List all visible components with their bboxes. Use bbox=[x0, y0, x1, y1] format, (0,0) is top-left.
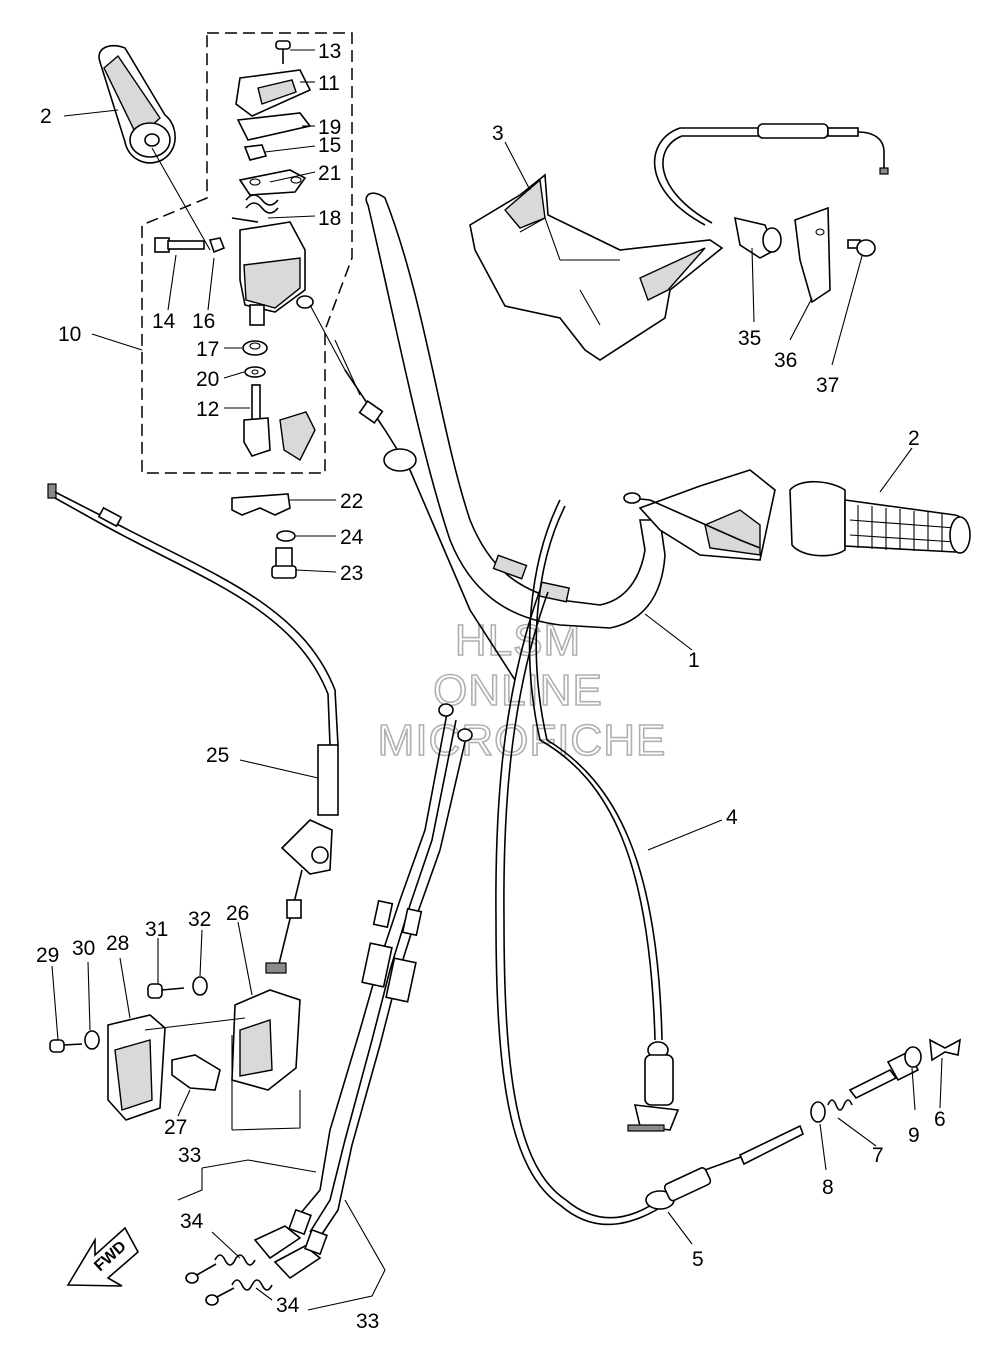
leader-lines bbox=[51, 49, 943, 1311]
upper-right-cable-assembly bbox=[653, 123, 889, 304]
grip-texture bbox=[849, 505, 956, 552]
callout-5: 5 bbox=[692, 1248, 704, 1271]
callout-21: 21 bbox=[318, 162, 341, 185]
handlebar-pad bbox=[469, 173, 724, 361]
adjuster-hardware bbox=[810, 1038, 961, 1123]
switch-parts bbox=[49, 976, 301, 1131]
callout-34-upper: 34 bbox=[180, 1210, 204, 1233]
cables-33-34 bbox=[185, 703, 473, 1306]
watermark-line-3: MICROFICHE bbox=[378, 716, 667, 765]
callout-2-left: 2 bbox=[40, 105, 52, 128]
callout-8: 8 bbox=[822, 1176, 834, 1199]
callout-25: 25 bbox=[206, 744, 229, 767]
throttle-cover-parts bbox=[154, 40, 316, 579]
callout-29: 29 bbox=[36, 944, 59, 967]
throttle-cable bbox=[309, 304, 516, 681]
left-grip bbox=[98, 44, 211, 251]
callout-36: 36 bbox=[774, 349, 797, 372]
callout-10: 10 bbox=[58, 323, 81, 346]
callout-23: 23 bbox=[340, 562, 363, 585]
callout-33-upper: 33 bbox=[178, 1144, 201, 1167]
callout-18: 18 bbox=[318, 207, 341, 230]
callout-6: 6 bbox=[934, 1108, 946, 1131]
callout-22: 22 bbox=[340, 490, 363, 513]
callout-27: 27 bbox=[164, 1116, 187, 1139]
callout-12: 12 bbox=[196, 398, 219, 421]
callout-labels: 13 11 19 15 21 18 2 10 14 16 17 20 12 22… bbox=[36, 40, 946, 1333]
callout-35: 35 bbox=[738, 327, 761, 350]
callout-2-right: 2 bbox=[908, 427, 920, 450]
callout-19: 19 bbox=[318, 116, 341, 139]
callout-1: 1 bbox=[688, 649, 700, 672]
watermark-line-2: ONLINE bbox=[433, 666, 603, 715]
callout-15: 15 bbox=[318, 134, 341, 157]
cable-4 bbox=[528, 499, 680, 1132]
cable-25 bbox=[47, 483, 339, 974]
callout-13: 13 bbox=[318, 40, 341, 63]
callout-33-lower: 33 bbox=[356, 1310, 379, 1333]
callout-28: 28 bbox=[106, 932, 129, 955]
callout-7: 7 bbox=[872, 1144, 884, 1167]
callout-17: 17 bbox=[196, 338, 219, 361]
callout-37: 37 bbox=[816, 374, 839, 397]
handlebar bbox=[365, 192, 666, 629]
cable-5 bbox=[495, 589, 805, 1226]
callout-30: 30 bbox=[72, 937, 95, 960]
callout-11: 11 bbox=[318, 72, 340, 95]
callout-3: 3 bbox=[492, 122, 504, 145]
callout-32: 32 bbox=[188, 908, 211, 931]
callout-34-lower: 34 bbox=[276, 1294, 300, 1317]
callout-31: 31 bbox=[145, 918, 168, 941]
callout-24: 24 bbox=[340, 526, 364, 549]
callout-26: 26 bbox=[226, 902, 249, 925]
callout-14: 14 bbox=[152, 310, 176, 333]
callout-16: 16 bbox=[192, 310, 215, 333]
fwd-arrow: FWD bbox=[66, 1226, 140, 1287]
callout-4: 4 bbox=[726, 806, 738, 829]
right-grip-and-throttle bbox=[623, 469, 971, 561]
callout-20: 20 bbox=[196, 368, 219, 391]
callout-9: 9 bbox=[908, 1124, 920, 1147]
watermark: HLSM ONLINE MICROFICHE bbox=[377, 615, 667, 766]
